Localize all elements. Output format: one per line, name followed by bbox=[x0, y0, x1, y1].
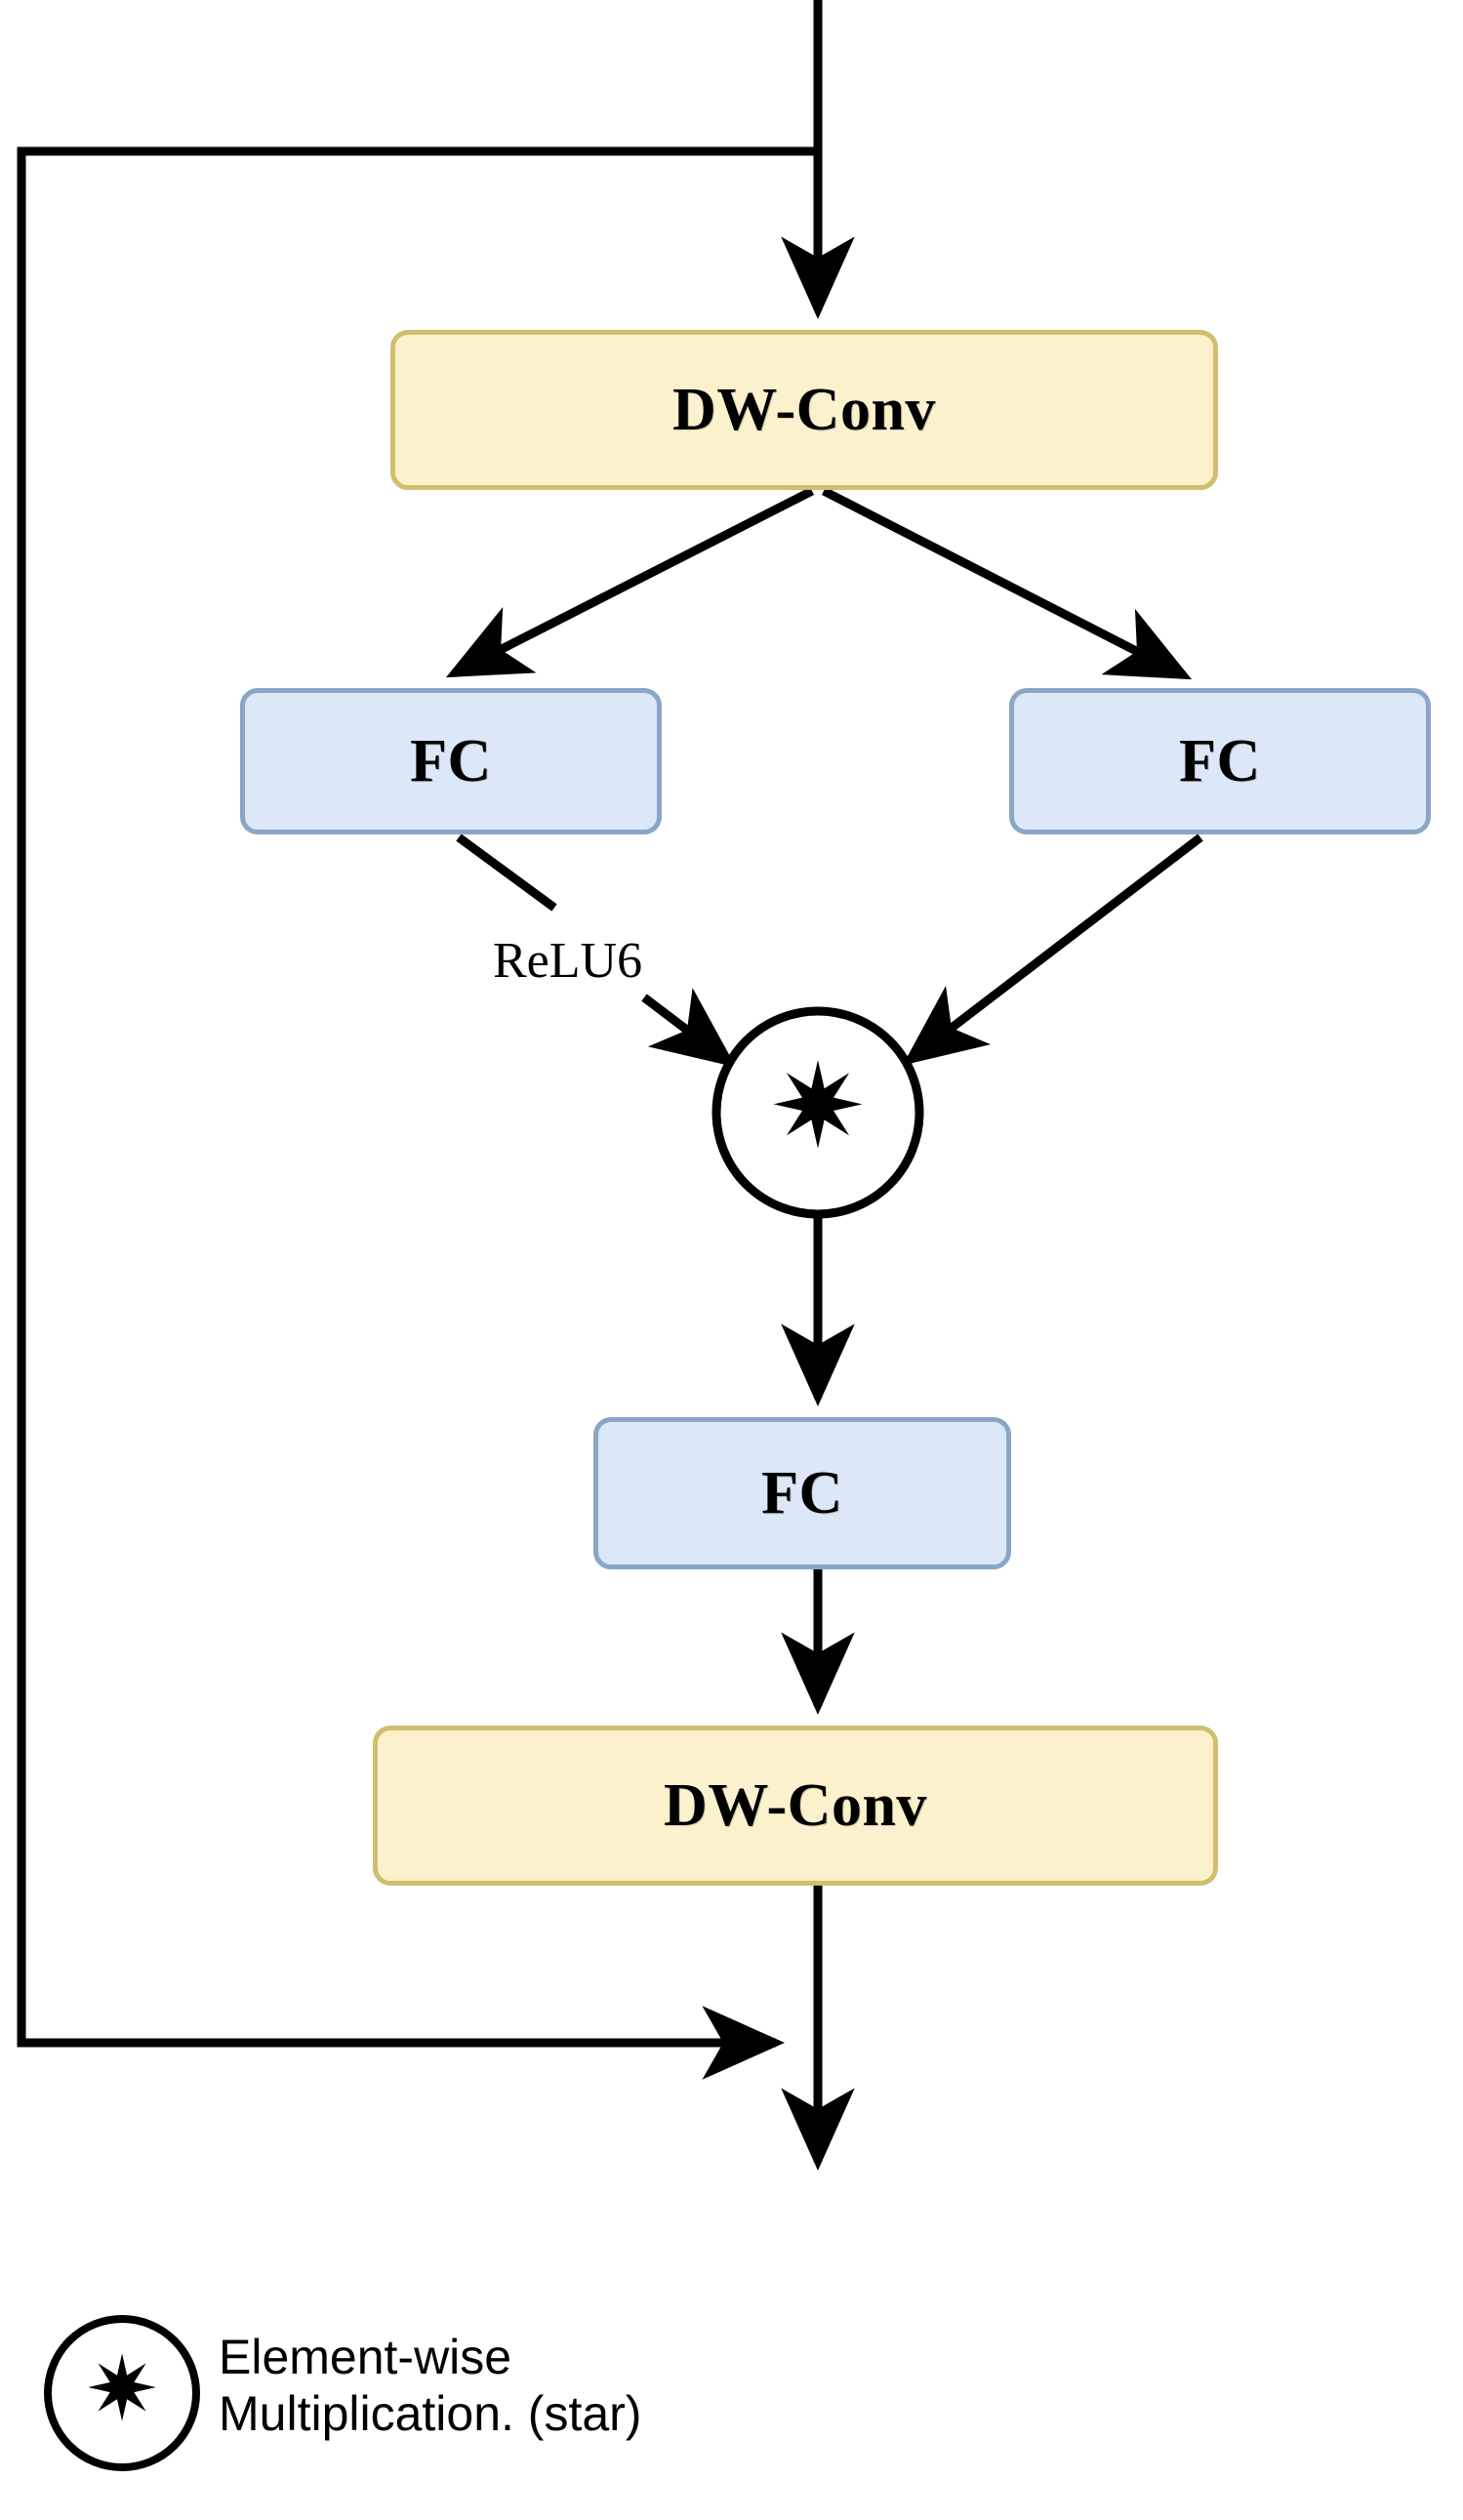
edge-dwconv-top-to-fc-right bbox=[821, 486, 1193, 680]
legend-multiply-glyph: ✷ bbox=[84, 2337, 160, 2442]
multiply-operator-glyph: ✷ bbox=[768, 1039, 868, 1176]
edge-fc-left-to-multiply-upper bbox=[456, 833, 557, 912]
node-fc-bottom[interactable]: FC bbox=[593, 1417, 1011, 1569]
legend-caption: Element-wise Multiplication. (star) bbox=[219, 2330, 642, 2441]
legend-multiply-circle bbox=[44, 2315, 200, 2471]
node-fc-right[interactable]: FC bbox=[1009, 688, 1431, 834]
node-fc-left-label: FC bbox=[410, 727, 492, 794]
node-fc-left[interactable]: FC bbox=[240, 688, 662, 834]
edge-fc-right-to-multiply bbox=[902, 833, 1203, 1066]
edge-label-relu6: ReLU6 bbox=[493, 933, 643, 989]
node-dw-conv-top-label: DW-Conv bbox=[672, 376, 936, 443]
edge-skip-connection bbox=[17, 146, 818, 2080]
node-dw-conv-bottom-label: DW-Conv bbox=[664, 1771, 927, 1839]
node-fc-bottom-label: FC bbox=[761, 1459, 843, 1526]
node-dw-conv-top[interactable]: DW-Conv bbox=[390, 330, 1218, 490]
edge-fc-left-to-multiply-lower bbox=[641, 988, 737, 1068]
edge-dwconv-top-to-fc-left bbox=[445, 486, 815, 678]
multiply-operator-circle bbox=[711, 1006, 924, 1219]
node-dw-conv-bottom[interactable]: DW-Conv bbox=[373, 1726, 1218, 1886]
node-fc-right-label: FC bbox=[1179, 727, 1261, 794]
